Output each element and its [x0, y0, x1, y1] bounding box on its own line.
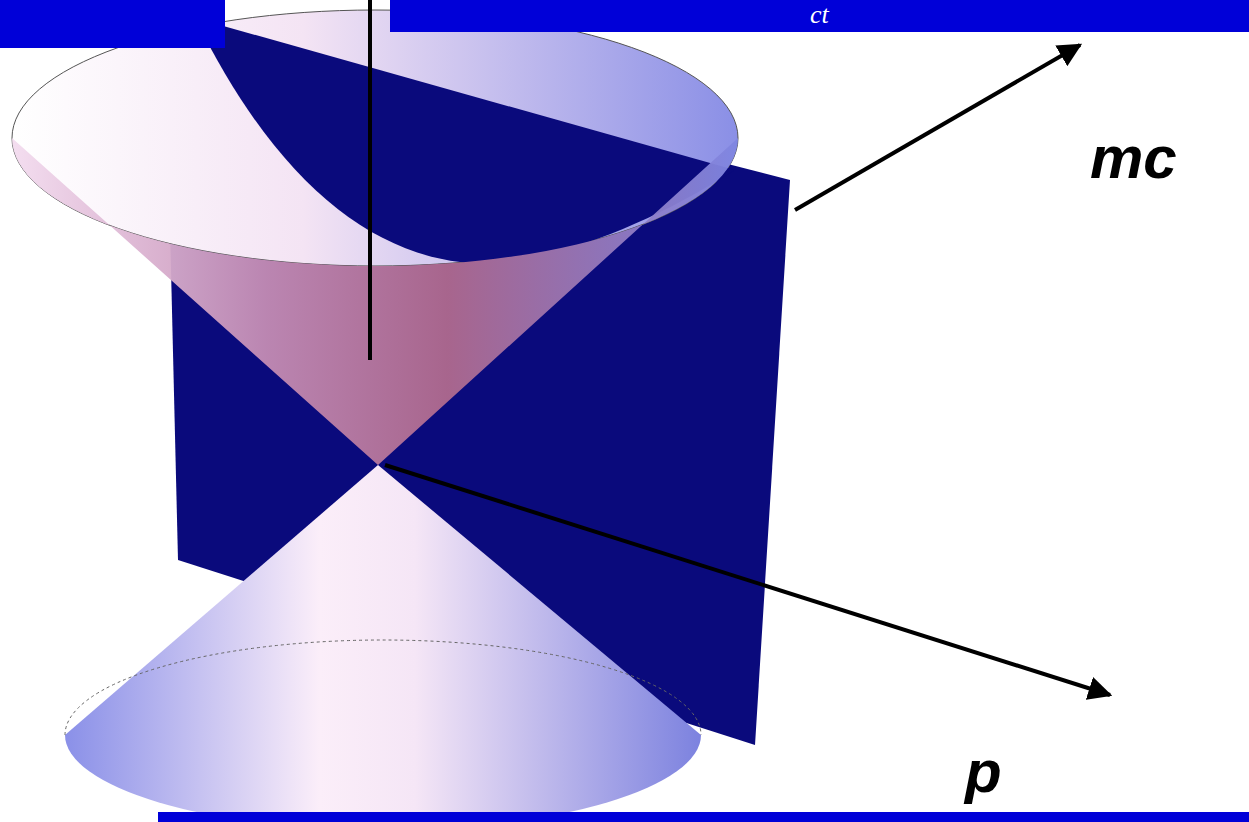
time-axis: [368, 0, 372, 360]
mc-axis-arrow: [795, 45, 1080, 210]
bottom-bar: [158, 812, 1249, 822]
title-bar-left: [0, 0, 225, 48]
plane-section: [195, 18, 735, 263]
title-bar-right: [390, 0, 1249, 32]
p-axis-arrow: [385, 465, 1110, 695]
axis-label: mc: [1090, 128, 1177, 188]
upper-cone: [12, 138, 738, 465]
lower-cone-rim: [65, 640, 701, 735]
upper-cone-rim: [12, 10, 738, 266]
axis-label: ct: [810, 2, 829, 28]
axis-label: p: [965, 742, 1002, 802]
lower-cone: [65, 465, 701, 822]
